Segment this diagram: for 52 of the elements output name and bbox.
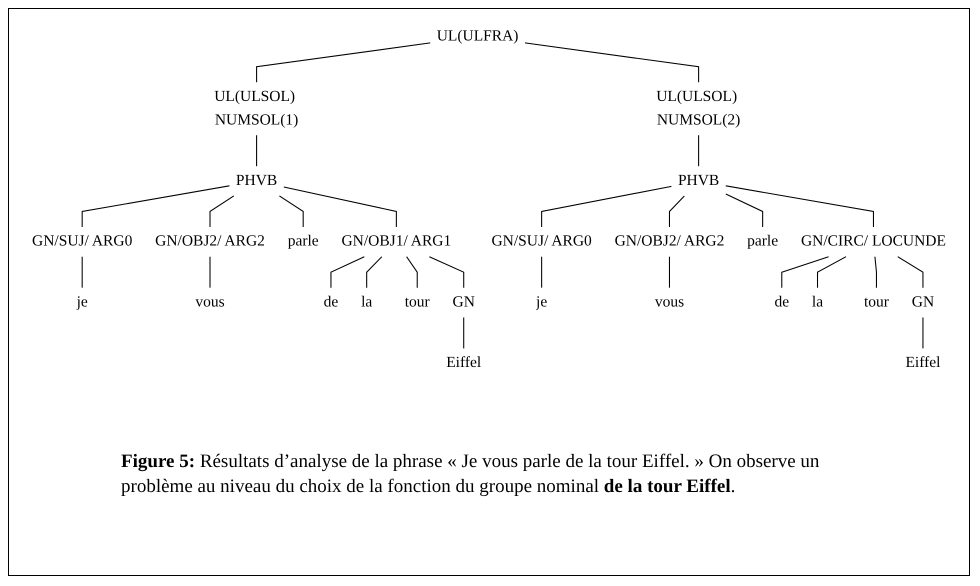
connector [284, 186, 397, 227]
node-text: de [324, 293, 338, 311]
node-text: de [774, 293, 790, 311]
connector [429, 256, 464, 288]
node-text: vous [654, 293, 684, 311]
node-text: GN/CIRC/ LOCUNDE [800, 232, 946, 250]
connector [366, 256, 382, 288]
connector [698, 135, 700, 166]
connector [406, 256, 418, 288]
node-text: PHVB [678, 172, 720, 190]
connector [463, 317, 464, 348]
node-text: GN/SUJ/ ARG0 [32, 232, 132, 250]
node-text: PHVB [236, 172, 278, 190]
node-text: Eiffel [905, 354, 940, 372]
node-text: la [361, 293, 372, 311]
node-text: Eiffel [446, 354, 482, 372]
node-text: UL(ULSOL) NUMSOL(1) [214, 88, 298, 128]
node-text: la [812, 293, 824, 311]
connector [82, 185, 230, 227]
connector [668, 196, 685, 227]
connector [874, 256, 877, 288]
node-text: UL(ULFRA) [436, 27, 518, 44]
node-text: tour [404, 293, 430, 311]
connector [209, 256, 211, 288]
connector [541, 186, 672, 227]
connector [726, 194, 764, 227]
node-text: GN/OBJ1/ ARG1 [341, 232, 452, 250]
node-text: tour [864, 293, 889, 311]
connector [330, 256, 365, 288]
node-text: GN [912, 293, 934, 311]
connector [897, 256, 924, 288]
connector [922, 317, 924, 348]
figure-caption: Figure 5: Résultats d’analyse de la phrase « Je vous parle de la tour Eiffel. » On observe un problème au niveau du choix de la fonction du groupe nominal de la tour Eiffel. [121, 450, 820, 499]
connector [256, 42, 430, 82]
node-text: GN/OBJ2/ ARG2 [155, 232, 265, 250]
connector [816, 256, 846, 288]
node-text: parle [288, 232, 319, 250]
connector [256, 135, 258, 166]
connector [524, 42, 700, 82]
node-text: UL(ULSOL) NUMSOL(2) [656, 88, 740, 128]
connector [668, 256, 670, 288]
connector [726, 185, 874, 227]
connector [541, 256, 542, 288]
node-text: GN/SUJ/ ARG0 [492, 232, 592, 250]
connector [209, 196, 234, 227]
node-text: GN/OBJ2/ ARG2 [614, 232, 724, 250]
node-text: GN [452, 293, 475, 311]
node-text: parle [747, 232, 778, 250]
connector [82, 256, 83, 288]
connector [279, 196, 304, 227]
node-text: vous [195, 293, 225, 311]
connector [781, 256, 829, 288]
